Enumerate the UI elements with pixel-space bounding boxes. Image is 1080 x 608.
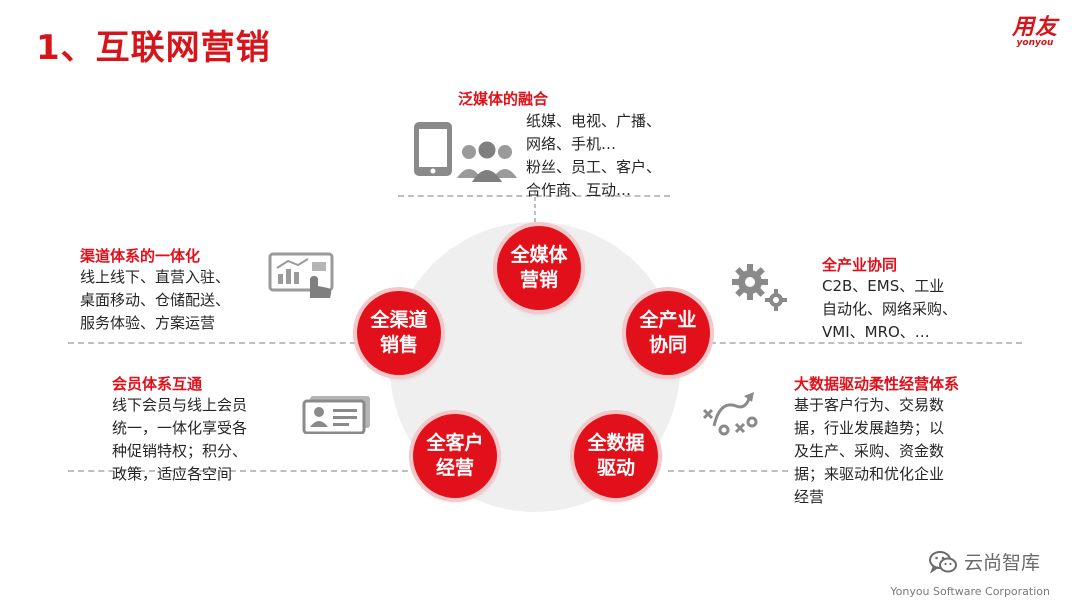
node-line1: 全渠道 bbox=[370, 309, 428, 331]
yonyou-logo: 用友 yonyou bbox=[1011, 15, 1058, 49]
media-body: 纸媒、电视、广播、 网络、手机… 粉丝、员工、客户、 合作商、互动… bbox=[526, 110, 661, 202]
member-body: 线下会员与线上会员 统一，一体化享受各 种促销特权；积分、 政策，适应各空间 bbox=[112, 394, 247, 486]
media-line: 纸媒、电视、广播、 bbox=[526, 112, 662, 130]
gears-icon bbox=[732, 264, 787, 311]
logo-en: yonyou bbox=[1016, 38, 1054, 48]
industry-body: C2B、EMS、工业 自动化、网络采购、 VMI、MRO、… bbox=[822, 275, 957, 344]
node-line1: 全产业 bbox=[639, 309, 697, 331]
node-all-channel: 全渠道 销售 bbox=[357, 291, 441, 375]
industry-line: 自动化、网络采购、 bbox=[822, 300, 958, 318]
bigdata-line: 经营 bbox=[794, 488, 825, 506]
node-line2: 营销 bbox=[519, 269, 558, 291]
member-card-icon bbox=[302, 396, 370, 434]
divider-right-low bbox=[668, 470, 788, 472]
wechat-icon bbox=[928, 550, 957, 574]
logo-cn: 用友 bbox=[1011, 15, 1058, 40]
node-all-media: 全媒体 营销 bbox=[497, 226, 581, 310]
bigdata-line: 据；来驱动和优化企业 bbox=[794, 465, 945, 483]
member-line: 线下会员与线上会员 bbox=[112, 396, 248, 414]
member-line: 统一，一体化享受各 bbox=[112, 419, 248, 437]
industry-line: VMI、MRO、… bbox=[822, 323, 930, 341]
bigdata-body: 基于客户行为、交易数 据，行业发展趋势；以 及生产、采购、资金数 据；来驱动和优… bbox=[794, 394, 944, 509]
node-line1: 全数据 bbox=[587, 432, 645, 454]
industry-title: 全产业协同 bbox=[822, 256, 898, 274]
connector-line bbox=[534, 190, 536, 232]
node-line2: 经营 bbox=[435, 457, 474, 479]
touch-dashboard-icon bbox=[268, 252, 334, 298]
node-line2: 协同 bbox=[648, 334, 687, 356]
member-line: 种促销特权；积分、 bbox=[112, 442, 248, 460]
bigdata-title: 大数据驱动柔性经营体系 bbox=[794, 375, 960, 393]
industry-line: C2B、EMS、工业 bbox=[822, 277, 945, 295]
node-line1: 全客户 bbox=[426, 432, 484, 454]
node-all-industry: 全产业 协同 bbox=[626, 291, 710, 375]
node-line2: 驱动 bbox=[596, 457, 635, 479]
watermark: 云尚智库 bbox=[928, 548, 1040, 575]
node-all-customer: 全客户 经营 bbox=[413, 414, 497, 498]
media-line: 粉丝、员工、客户、 bbox=[526, 158, 662, 176]
bigdata-line: 及生产、采购、资金数 bbox=[794, 442, 945, 460]
member-line: 政策，适应各空间 bbox=[112, 465, 233, 483]
bigdata-line: 基于客户行为、交易数 bbox=[794, 396, 945, 414]
channel-line: 桌面移动、仓储配送、 bbox=[80, 291, 231, 309]
member-title: 会员体系互通 bbox=[112, 375, 203, 393]
divider-right-mid bbox=[700, 342, 1022, 344]
media-line: 合作商、互动… bbox=[526, 181, 632, 199]
channel-body: 线上线下、直营入驻、 桌面移动、仓储配送、 服务体验、方案运营 bbox=[80, 266, 230, 335]
media-title: 泛媒体的融合 bbox=[458, 90, 549, 108]
node-line2: 销售 bbox=[379, 334, 418, 356]
divider-left-mid bbox=[68, 342, 386, 344]
footer-corporation: Yonyou Software Corporation bbox=[890, 585, 1050, 598]
channel-line: 线上线下、直营入驻、 bbox=[80, 268, 231, 286]
channel-title: 渠道体系的一体化 bbox=[80, 247, 201, 265]
smartphone-icon bbox=[414, 122, 452, 176]
slide-title: 1、互联网营销 bbox=[36, 28, 271, 68]
bigdata-line: 据，行业发展趋势；以 bbox=[794, 419, 945, 437]
people-group-icon bbox=[457, 141, 517, 182]
divider-left-low bbox=[68, 470, 418, 472]
watermark-text: 云尚智库 bbox=[963, 552, 1040, 574]
channel-line: 服务体验、方案运营 bbox=[80, 314, 216, 332]
divider-top bbox=[398, 195, 670, 197]
strategy-play-icon bbox=[702, 392, 758, 436]
media-line: 网络、手机… bbox=[526, 135, 617, 153]
node-all-data: 全数据 驱动 bbox=[574, 414, 658, 498]
node-line1: 全媒体 bbox=[510, 244, 568, 266]
